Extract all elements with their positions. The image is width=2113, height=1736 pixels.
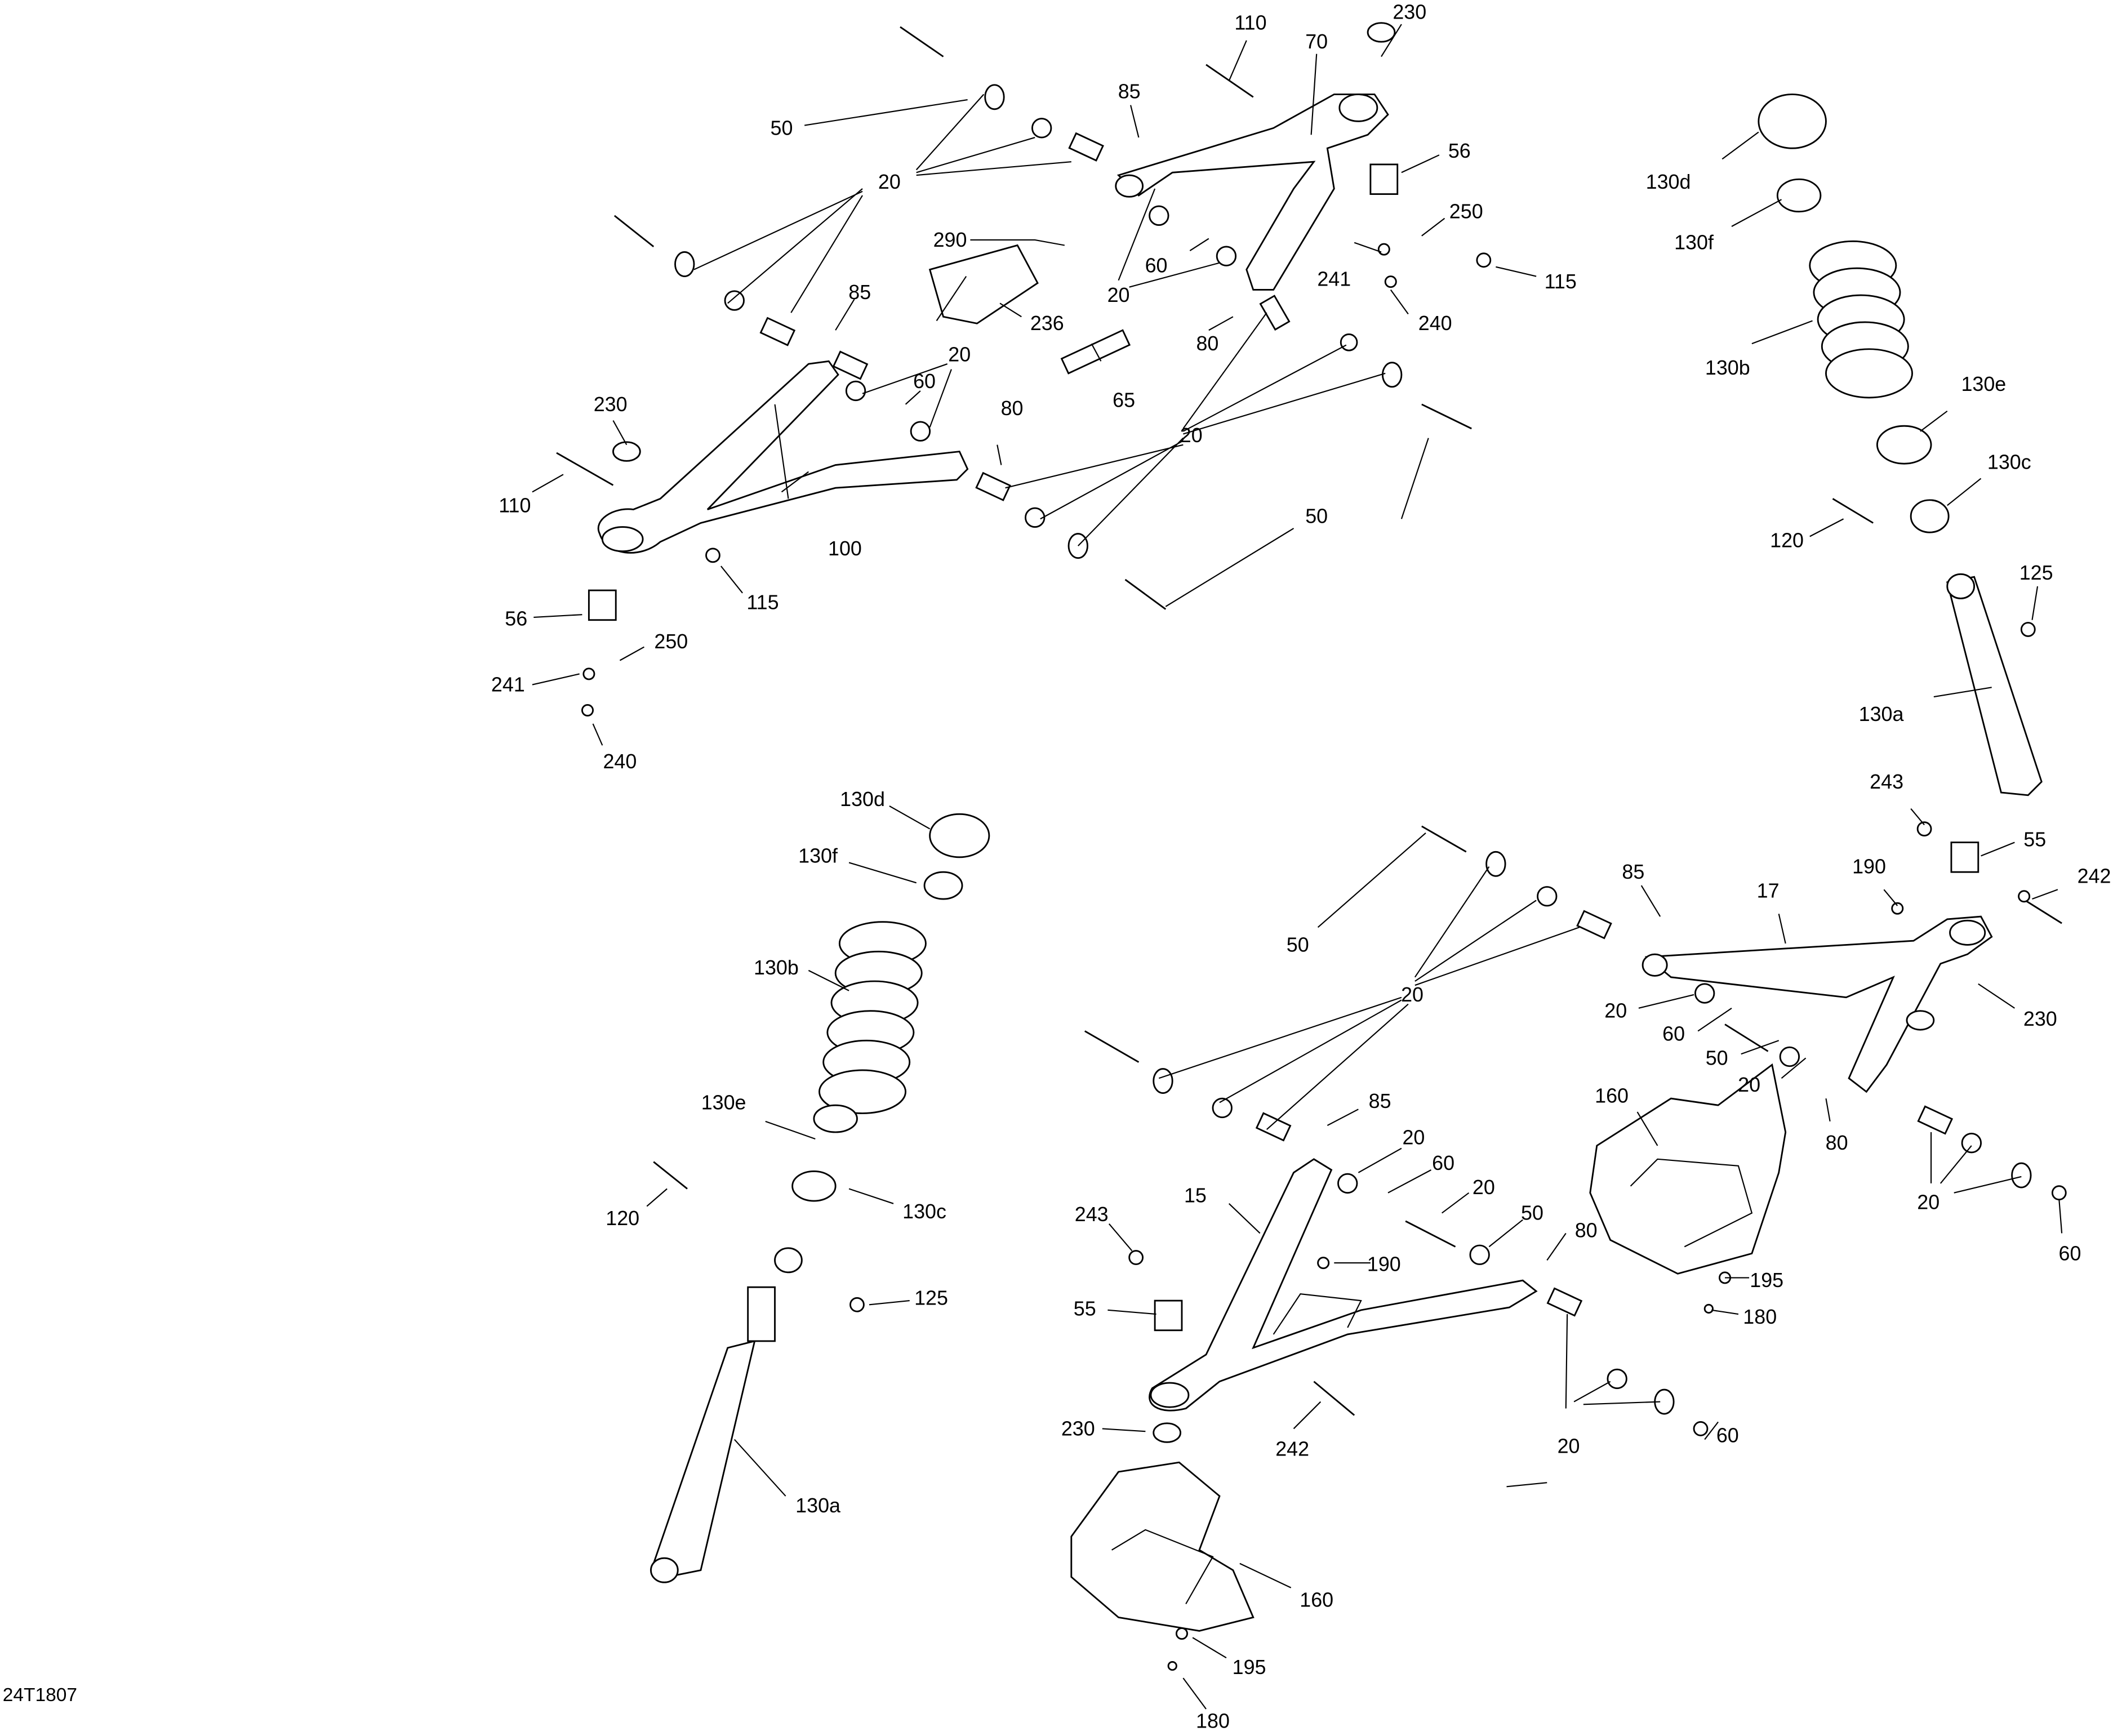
callout-120[interactable]: 120 [1770,529,1804,551]
callout-115[interactable]: 115 [1545,270,1577,293]
callout-17[interactable]: 17 [1757,880,1780,902]
callout-230[interactable]: 230 [594,393,628,416]
callout-labels: 50 20 110 70 230 85 56 250 290 20 60 241 115 236 85 240… [491,1,2111,1732]
callout-243[interactable]: 243 [1075,1203,1109,1226]
callout-195[interactable]: 195 [1750,1269,1783,1292]
callout-190[interactable]: 190 [1367,1253,1401,1275]
callout-60[interactable]: 60 [1432,1152,1454,1174]
a-arm-70 [1115,94,1389,291]
callout-125[interactable]: 125 [2019,562,2053,584]
callout-56[interactable]: 56 [1448,140,1471,162]
callout-130a[interactable]: 130a [795,1494,840,1517]
callout-50[interactable]: 50 [1706,1047,1728,1069]
callout-130f[interactable]: 130f [1674,232,1714,254]
hardware [556,22,2067,1671]
callout-290[interactable]: 290 [933,229,967,251]
skid-plate-upper [1589,1063,1787,1275]
callout-20[interactable]: 20 [1107,284,1130,306]
leader-lines [532,24,2063,1710]
callout-240[interactable]: 240 [1418,312,1452,335]
callout-20[interactable]: 20 [1558,1435,1580,1457]
callout-20[interactable]: 20 [1604,1000,1627,1022]
callout-60[interactable]: 60 [1145,254,1168,277]
callout-20[interactable]: 20 [878,171,901,193]
callout-115[interactable]: 115 [746,591,779,614]
callout-80[interactable]: 80 [1826,1132,1848,1154]
callout-65[interactable]: 65 [1113,389,1135,412]
callout-230[interactable]: 230 [1393,1,1426,23]
callout-241[interactable]: 241 [1317,268,1351,290]
shock-assembly-right [1758,94,2043,796]
callout-250[interactable]: 250 [1449,201,1483,223]
callout-236[interactable]: 236 [1030,312,1064,335]
callout-180[interactable]: 180 [1743,1306,1777,1328]
callout-130b[interactable]: 130b [754,956,799,979]
callout-60[interactable]: 60 [913,370,936,393]
callout-195[interactable]: 195 [1233,1656,1266,1679]
callout-242[interactable]: 242 [1275,1437,1309,1460]
callout-60[interactable]: 60 [1716,1424,1739,1446]
callout-20[interactable]: 20 [1917,1191,1939,1213]
callout-130d[interactable]: 130d [1646,171,1691,193]
callout-242[interactable]: 242 [2078,865,2111,887]
callout-15[interactable]: 15 [1184,1184,1207,1207]
shock-assembly-left [650,813,990,1583]
figure-id: 24T1807 [3,1685,77,1706]
callout-130a[interactable]: 130a [1859,703,1904,725]
a-arm-17 [1642,915,1993,1093]
callout-20[interactable]: 20 [1473,1176,1495,1199]
callout-50[interactable]: 50 [1287,933,1309,956]
callout-130e[interactable]: 130e [701,1091,746,1114]
callout-110[interactable]: 110 [499,494,531,517]
callout-243[interactable]: 243 [1870,771,1903,793]
callout-20[interactable]: 20 [1180,424,1203,447]
callout-55[interactable]: 55 [1074,1297,1096,1320]
callout-56[interactable]: 56 [505,607,527,630]
callout-55[interactable]: 55 [2023,829,2046,851]
callout-80[interactable]: 80 [1575,1219,1598,1242]
callout-125[interactable]: 125 [914,1287,948,1309]
callout-180[interactable]: 180 [1196,1710,1230,1733]
callout-110[interactable]: 110 [1234,12,1266,34]
callout-85[interactable]: 85 [848,281,871,304]
callout-50[interactable]: 50 [771,117,793,139]
skid-plate-lower [1070,1461,1255,1632]
callout-130b[interactable]: 130b [1705,357,1750,379]
callout-241[interactable]: 241 [491,674,525,696]
callout-130c[interactable]: 130c [1987,451,2031,474]
callout-85[interactable]: 85 [1622,861,1644,883]
callout-130e[interactable]: 130e [1961,373,2006,395]
callout-80[interactable]: 80 [1001,397,1024,420]
callout-50[interactable]: 50 [1521,1202,1543,1225]
a-arm-100 [597,360,969,554]
callout-130f[interactable]: 130f [798,844,838,867]
callout-60[interactable]: 60 [1662,1022,1685,1045]
callout-20[interactable]: 20 [1401,983,1424,1006]
callout-240[interactable]: 240 [603,750,637,773]
callout-120[interactable]: 120 [606,1207,639,1230]
callout-20[interactable]: 20 [1402,1127,1425,1149]
callout-70[interactable]: 70 [1305,30,1328,53]
callout-250[interactable]: 250 [654,630,688,653]
callout-20[interactable]: 20 [948,343,971,366]
callout-160[interactable]: 160 [1595,1084,1629,1107]
parts-layer [556,22,2067,1671]
callout-85[interactable]: 85 [1369,1090,1391,1112]
callout-130d[interactable]: 130d [840,788,885,811]
callout-230[interactable]: 230 [2023,1008,2057,1030]
callout-80[interactable]: 80 [1196,332,1218,355]
callout-190[interactable]: 190 [1852,856,1886,878]
callout-100[interactable]: 100 [828,537,862,560]
callout-50[interactable]: 50 [1305,505,1328,527]
callout-60[interactable]: 60 [2058,1242,2081,1265]
a-arm-15 [1149,1158,1538,1412]
callout-160[interactable]: 160 [1300,1588,1333,1611]
callout-20[interactable]: 20 [1738,1074,1760,1096]
callout-85[interactable]: 85 [1118,81,1141,103]
callout-230[interactable]: 230 [1061,1417,1095,1440]
callout-130c[interactable]: 130c [902,1200,946,1223]
